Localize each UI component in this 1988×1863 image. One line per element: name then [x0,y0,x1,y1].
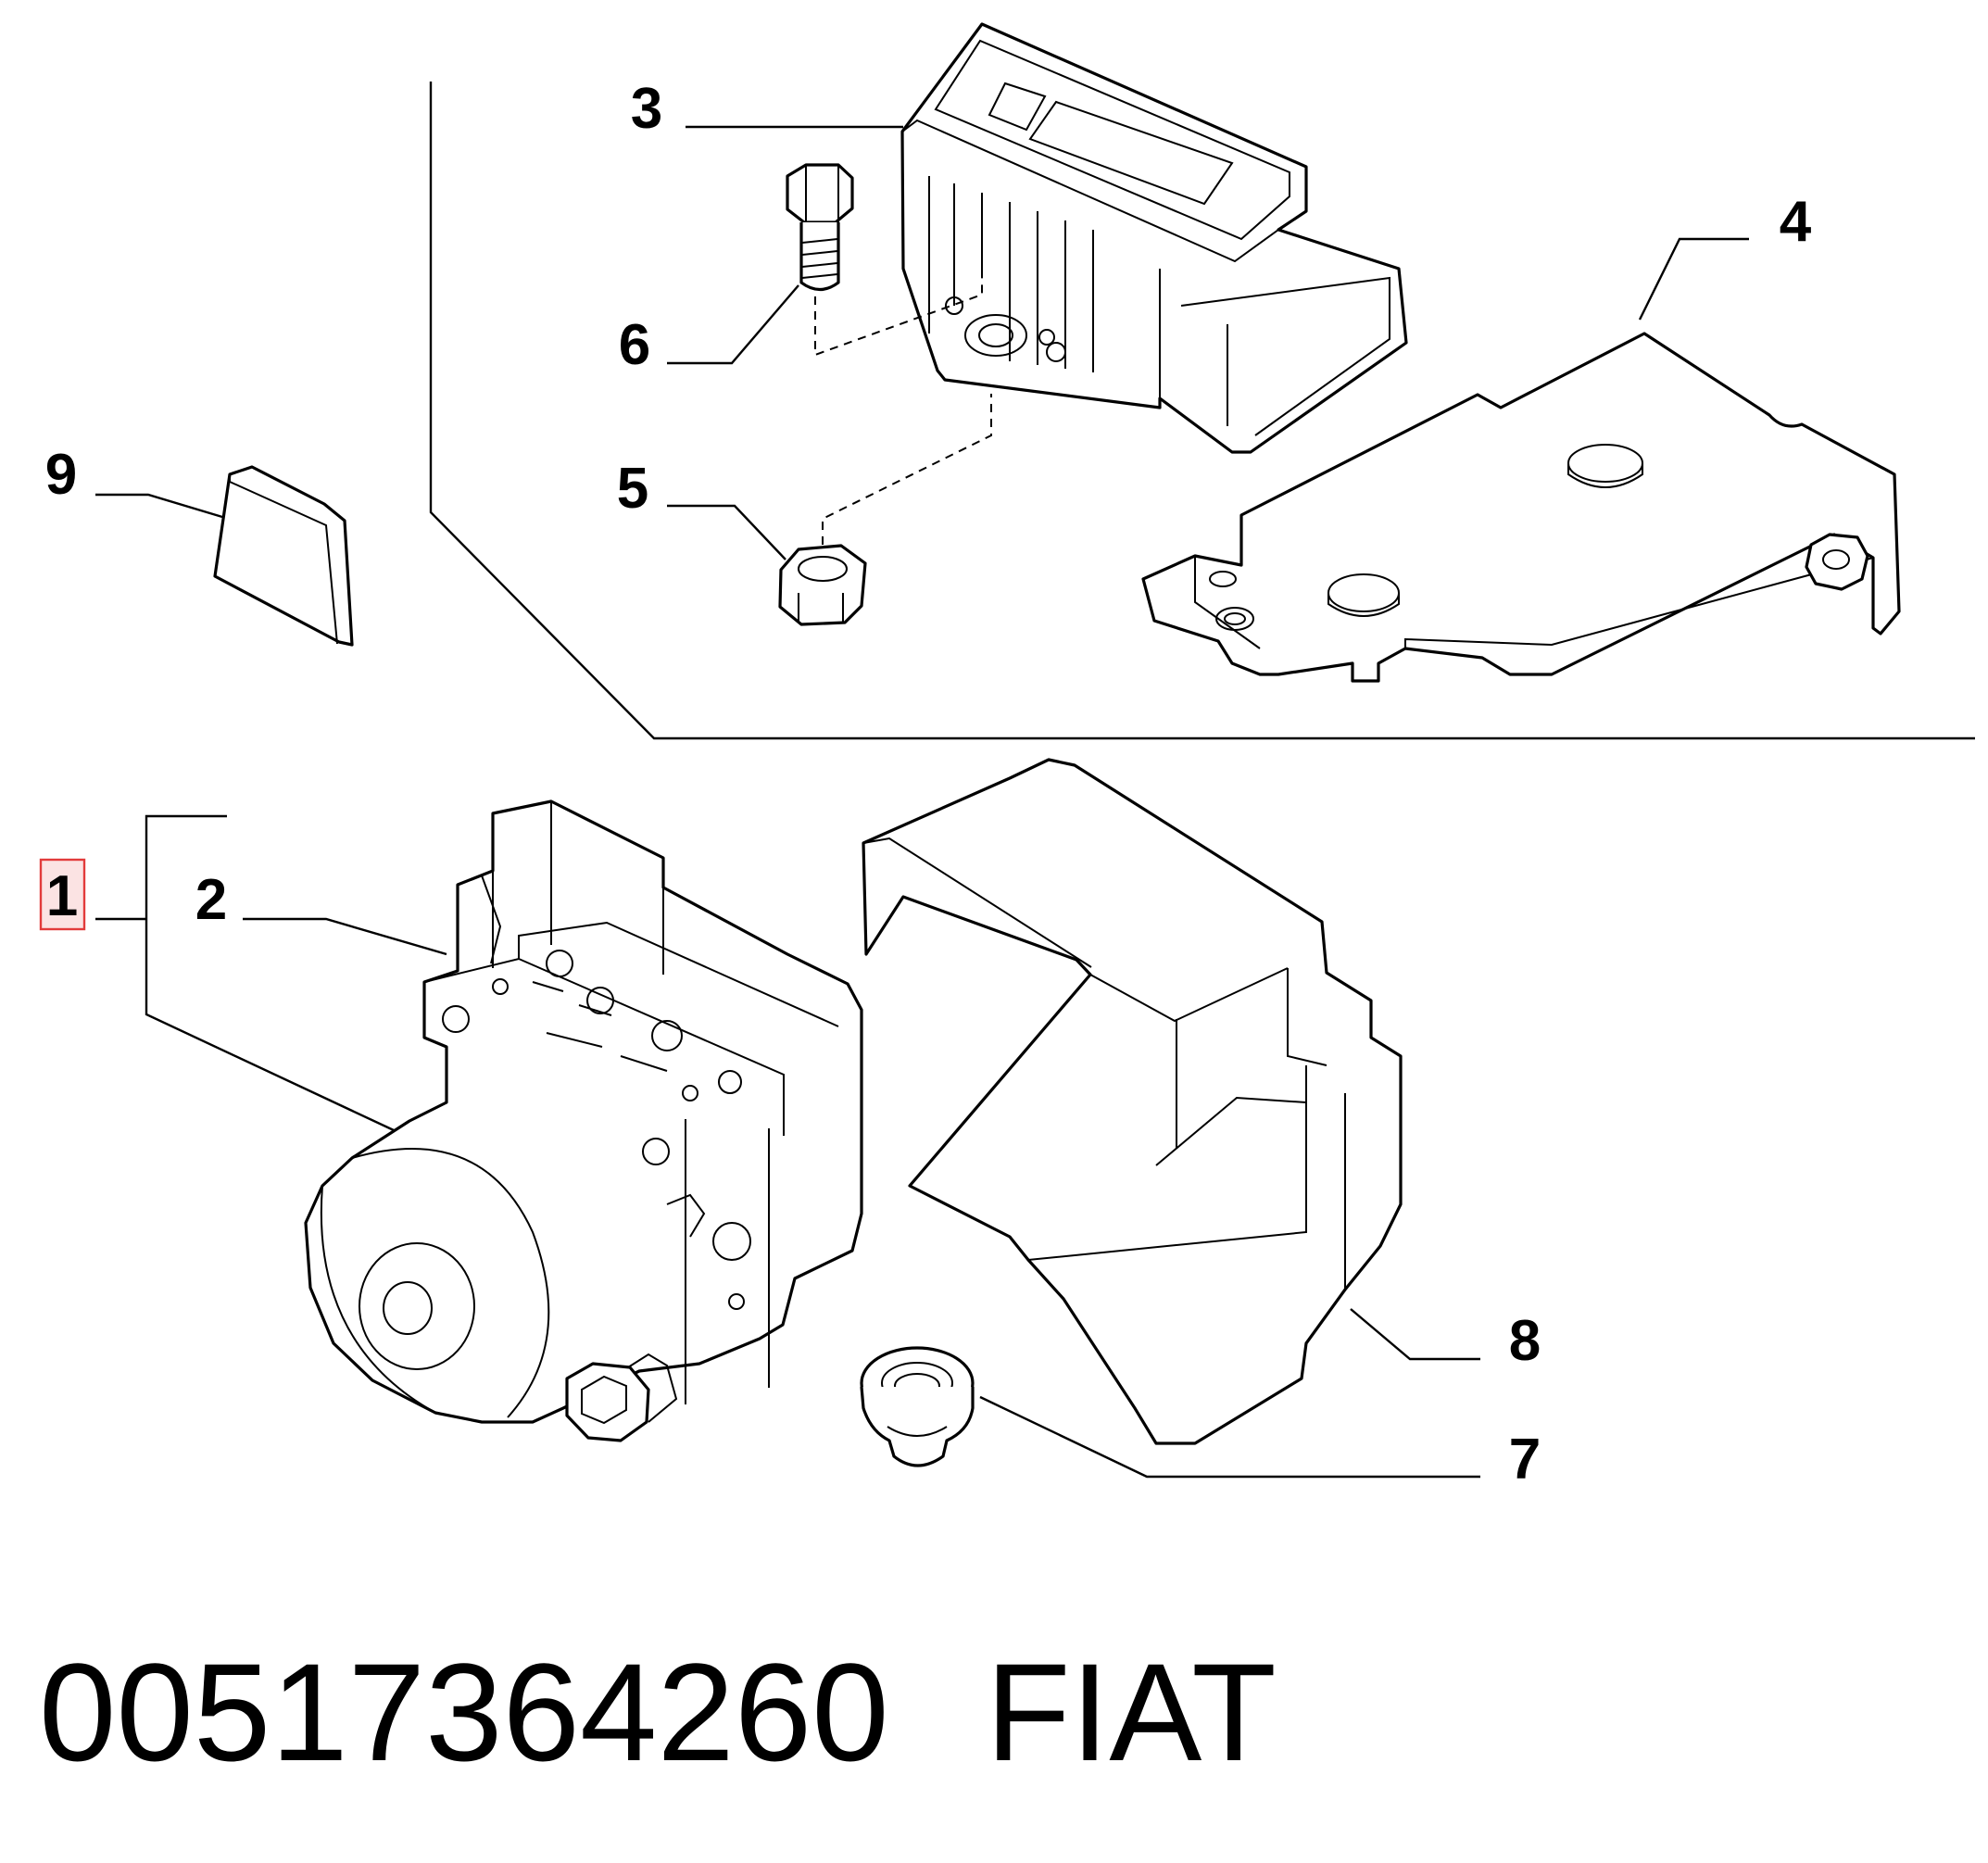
callout-7[interactable]: 7 [1509,1428,1541,1492]
part-3-sensor-module[interactable] [900,22,1408,454]
callout-9[interactable]: 9 [45,443,77,507]
leader-1-bracket [145,814,395,1132]
leader-5 [667,504,786,560]
callout-6[interactable]: 6 [619,313,650,377]
leader-9 [95,493,223,519]
leader-2 [243,917,447,956]
callout-5[interactable]: 5 [617,457,648,521]
part-5-dashed-axis [822,394,992,545]
part-8-cover[interactable] [862,758,1403,1445]
callout-1[interactable]: 1 [46,864,78,928]
part-6-bolt[interactable] [786,163,854,292]
part-9-cap[interactable] [213,465,354,647]
callout-3[interactable]: 3 [631,77,662,141]
leader-8 [1350,1308,1480,1361]
part-4-bracket[interactable] [1141,332,1901,683]
brand-name: FIAT [986,1634,1277,1790]
part-5-nut[interactable] [778,544,867,626]
leader-4 [1638,237,1749,321]
callout-2[interactable]: 2 [195,868,227,932]
upper-group-boundary [429,82,1975,740]
callout-1-highlight [39,858,86,931]
part-7-grommet[interactable] [860,1346,975,1467]
callout-4[interactable]: 4 [1780,190,1812,254]
part-6-dashed-axis [814,250,983,357]
callout-8[interactable]: 8 [1509,1309,1541,1373]
part-2-abs-unit[interactable] [304,799,863,1442]
leader-6 [667,284,799,365]
leader-7 [979,1395,1480,1479]
part-number: 00517364260 [39,1634,889,1790]
